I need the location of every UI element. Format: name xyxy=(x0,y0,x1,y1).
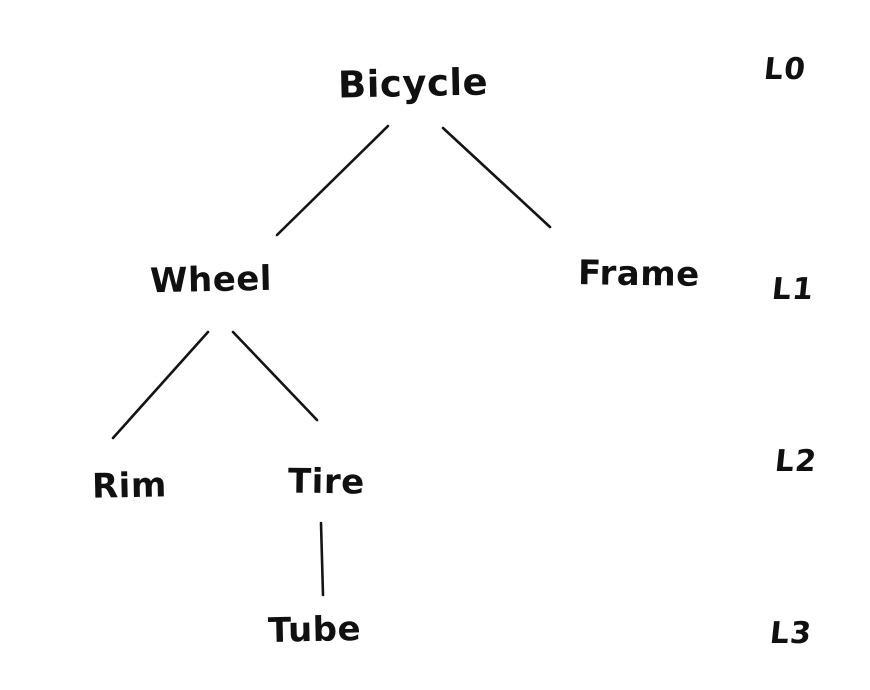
edge-bicycle-frame xyxy=(441,126,552,229)
node-frame: Frame xyxy=(577,253,701,295)
node-tire: Tire xyxy=(287,461,365,503)
level-label-l1: L1 xyxy=(770,272,816,307)
node-rim: Rim xyxy=(91,465,168,507)
level-label-l0: L0 xyxy=(762,52,808,87)
edge-wheel-tire xyxy=(231,330,319,422)
edge-wheel-rim xyxy=(111,330,210,440)
level-label-l3: L3 xyxy=(768,616,814,651)
node-wheel: Wheel xyxy=(149,258,273,302)
node-tube: Tube xyxy=(267,609,362,651)
edge-bicycle-wheel xyxy=(275,124,390,237)
edge-tire-tube xyxy=(319,521,325,597)
node-bicycle: Bicycle xyxy=(337,60,489,107)
level-label-l2: L2 xyxy=(773,444,819,479)
